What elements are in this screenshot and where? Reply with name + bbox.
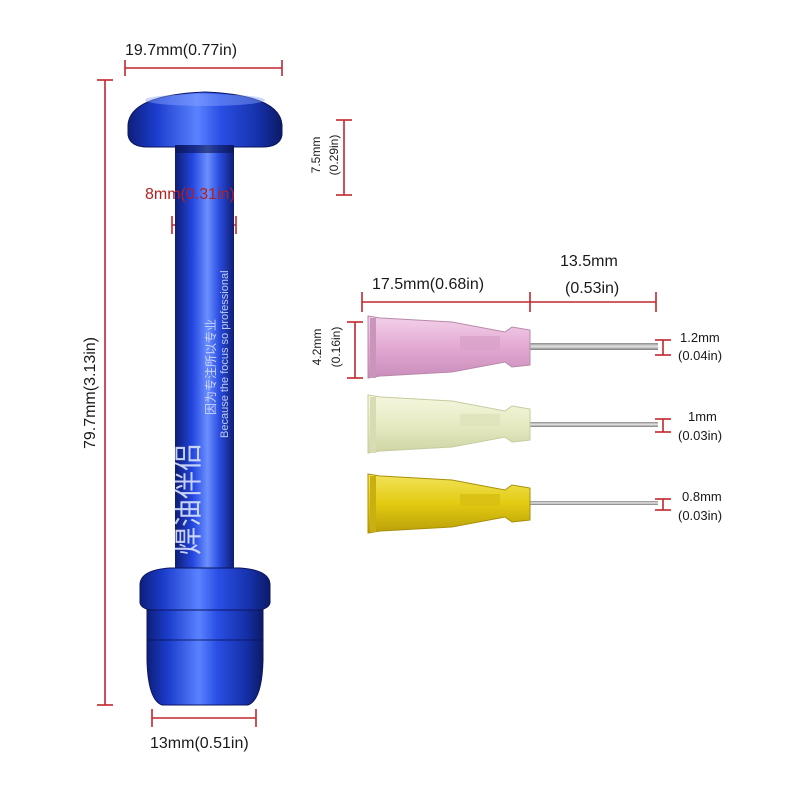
plunger-base [146, 609, 264, 706]
hub-diameter-in-label: (0.16in) [329, 326, 343, 368]
needle-length-mm-label: 13.5mm [560, 253, 618, 270]
shaft-diameter-label: 8mm(0.31in) [145, 186, 235, 203]
hub-length-label: 17.5mm(0.68in) [372, 276, 485, 293]
total-length-label: 79.7mm(3.13in) [82, 336, 99, 450]
hub-diameter-mm-label: 4.2mm [310, 328, 324, 366]
tip-pink [367, 315, 658, 379]
head-height-in-label: (0.29in) [327, 134, 341, 176]
tip-cream [367, 394, 658, 454]
blue-plunger: 焊油伴侣 因为专注所以专业 Because the focus so profe… [127, 91, 283, 706]
needle-length-in-label: (0.53in) [565, 280, 620, 297]
plunger-english-text: Because the focus so professional [219, 270, 231, 438]
needle-pink-mm-label: 1.2mm [680, 330, 720, 345]
needle-yellow-mm-label: 0.8mm [682, 489, 722, 504]
plunger-collar [139, 567, 271, 611]
plunger-shaft [175, 145, 234, 575]
head-height-mm-label: 7.5mm [309, 136, 323, 174]
needle-cream-in-label: (0.03in) [678, 428, 723, 443]
plunger-head [127, 91, 283, 148]
needle-cream-mm-label: 1mm [688, 409, 717, 424]
base-width-label: 13mm(0.51in) [150, 735, 249, 752]
plunger-chinese-text: 焊油伴侣 [172, 443, 205, 555]
dimension-lines [97, 60, 671, 727]
needle-yellow-in-label: (0.03in) [678, 508, 723, 523]
needle-pink-in-label: (0.04in) [678, 348, 723, 363]
head-width-label: 19.7mm(0.77in) [125, 42, 238, 59]
tip-yellow [367, 473, 658, 534]
plunger-chinese-small-text: 因为专注所以专业 [203, 319, 218, 415]
